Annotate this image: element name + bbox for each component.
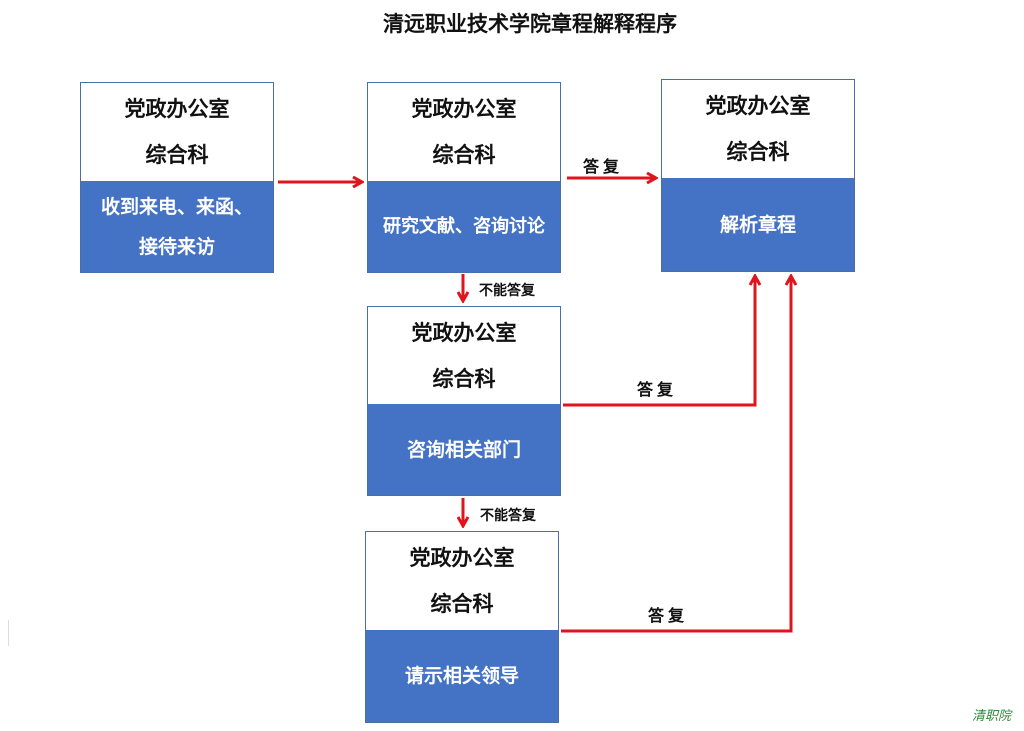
action-text: 咨询相关部门 (406, 438, 521, 461)
flow-node-receive: 党政办公室 综合科 收到来电、来函、 接待来访 (80, 82, 274, 273)
dept-name: 党政办公室 (409, 546, 515, 570)
edge-label-reply: 答复 (637, 380, 678, 399)
page-edge-mark (0, 620, 9, 646)
node-dept: 党政办公室 综合科 (368, 307, 560, 405)
arrow-consult-to-interpret (563, 276, 755, 407)
action-text: 解析章程 (719, 213, 796, 236)
dept-section: 综合科 (430, 592, 494, 616)
dept-section: 综合科 (726, 140, 790, 164)
edge-label-reply: 答复 (648, 606, 689, 625)
node-dept: 党政办公室 综合科 (368, 83, 560, 181)
node-action: 收到来电、来函、 接待来访 (81, 181, 273, 272)
dept-section: 综合科 (432, 143, 496, 167)
flow-node-request: 党政办公室 综合科 请示相关领导 (365, 531, 559, 723)
flow-node-consult: 党政办公室 综合科 咨询相关部门 (367, 306, 561, 496)
dept-name: 党政办公室 (124, 97, 230, 121)
node-action: 研究文献、咨询讨论 (368, 181, 560, 272)
arrow-request-to-interpret (561, 276, 791, 633)
node-action: 请示相关领导 (366, 630, 558, 722)
action-text: 研究文献、咨询讨论 (383, 215, 545, 237)
edge-label-cannot-reply: 不能答复 (479, 283, 535, 299)
flow-node-research: 党政办公室 综合科 研究文献、咨询讨论 (367, 82, 561, 273)
node-dept: 党政办公室 综合科 (81, 83, 273, 181)
flow-node-interpret: 党政办公室 综合科 解析章程 (661, 79, 855, 272)
edge-label-reply: 答复 (583, 157, 624, 176)
page-title: 清远职业技术学院章程解释程序 (383, 12, 677, 36)
node-action: 解析章程 (662, 178, 854, 271)
action-text: 接待来访 (138, 235, 215, 258)
dept-name: 党政办公室 (411, 97, 517, 121)
action-text: 收到来电、来函、 (100, 195, 253, 218)
dept-section: 综合科 (145, 143, 209, 167)
action-text: 请示相关领导 (404, 665, 519, 687)
watermark-logo: 清职院 (972, 709, 1012, 724)
dept-name: 党政办公室 (411, 321, 517, 345)
node-dept: 党政办公室 综合科 (366, 532, 558, 630)
node-action: 咨询相关部门 (368, 404, 560, 495)
dept-name: 党政办公室 (705, 94, 811, 118)
edge-label-cannot-reply: 不能答复 (480, 508, 536, 524)
node-dept: 党政办公室 综合科 (662, 80, 854, 178)
dept-section: 综合科 (432, 367, 496, 391)
